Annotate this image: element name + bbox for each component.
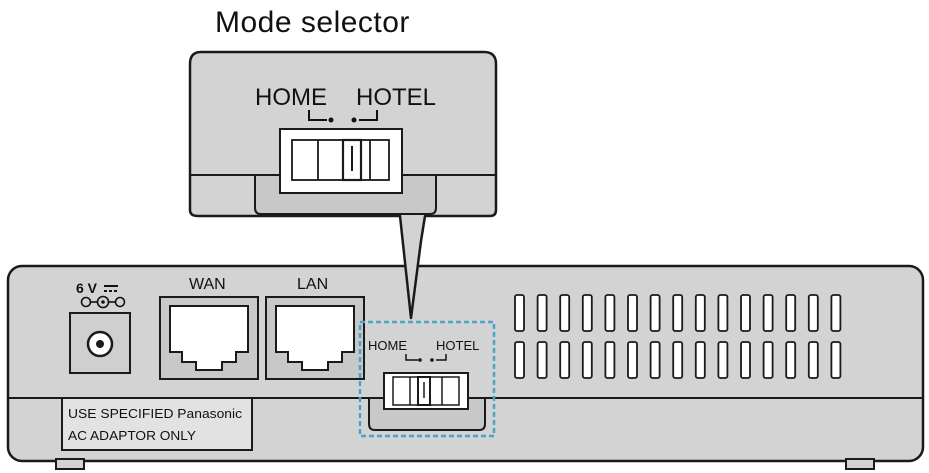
vent-slot [514, 294, 525, 332]
vent-slot [717, 294, 729, 332]
lan-port: LAN [265, 276, 365, 380]
ventilation-slots [514, 294, 842, 379]
vent-slot [672, 294, 684, 332]
vent-slot [514, 341, 525, 379]
vent-slot [604, 294, 616, 332]
dc-symbol-icon [104, 285, 118, 292]
vent-slot [830, 341, 842, 379]
adaptor-notice-line1: USE SPECIFIED Panasonic [68, 406, 243, 421]
wan-label: WAN [189, 276, 226, 293]
vent-slot [740, 294, 751, 332]
adaptor-notice: USE SPECIFIED Panasonic AC ADAPTOR ONLY [61, 397, 253, 451]
vent-slot [717, 341, 729, 379]
vent-slot [785, 341, 797, 379]
vent-slot [694, 341, 706, 379]
vent-slot [649, 294, 661, 332]
vent-slot [762, 294, 774, 332]
polarity-symbol-icon [80, 295, 126, 309]
callout-hotel-label: HOTEL [356, 84, 436, 111]
vent-slot [604, 341, 616, 379]
power-label: 6 V [76, 280, 98, 296]
vent-slot [672, 341, 684, 379]
vent-slot [785, 294, 797, 332]
vent-slot [627, 294, 638, 332]
device-mode-switch[interactable]: HOME HOTEL [358, 320, 496, 438]
wan-port: WAN [159, 276, 259, 380]
mode-selector-caption: Mode selector [215, 6, 410, 39]
vent-slot [807, 341, 819, 379]
vent-slot [559, 294, 571, 332]
switch-position-markers-icon [405, 354, 447, 362]
vent-slot [740, 341, 751, 379]
vent-slot [649, 341, 661, 379]
vent-slot [807, 294, 819, 332]
vent-slot [830, 294, 842, 332]
vent-slot [536, 294, 548, 332]
vent-slot [627, 341, 638, 379]
lan-label: LAN [297, 276, 328, 293]
highlight-box [358, 320, 496, 438]
vent-slot [581, 341, 593, 379]
callout-home-label: HOME [255, 84, 327, 111]
vent-slot [694, 294, 706, 332]
callout-magnified-switch: HOME HOTEL [188, 50, 498, 320]
vent-slot [559, 341, 571, 379]
switch-home-label: HOME [368, 338, 407, 353]
vent-slot [581, 294, 593, 332]
vent-slot [536, 341, 548, 379]
callout-position-markers-icon [308, 110, 378, 123]
vent-slot [762, 341, 774, 379]
power-jack: 6 V [69, 280, 131, 374]
adaptor-notice-line2: AC ADAPTOR ONLY [68, 428, 196, 443]
switch-hotel-label: HOTEL [436, 338, 479, 353]
